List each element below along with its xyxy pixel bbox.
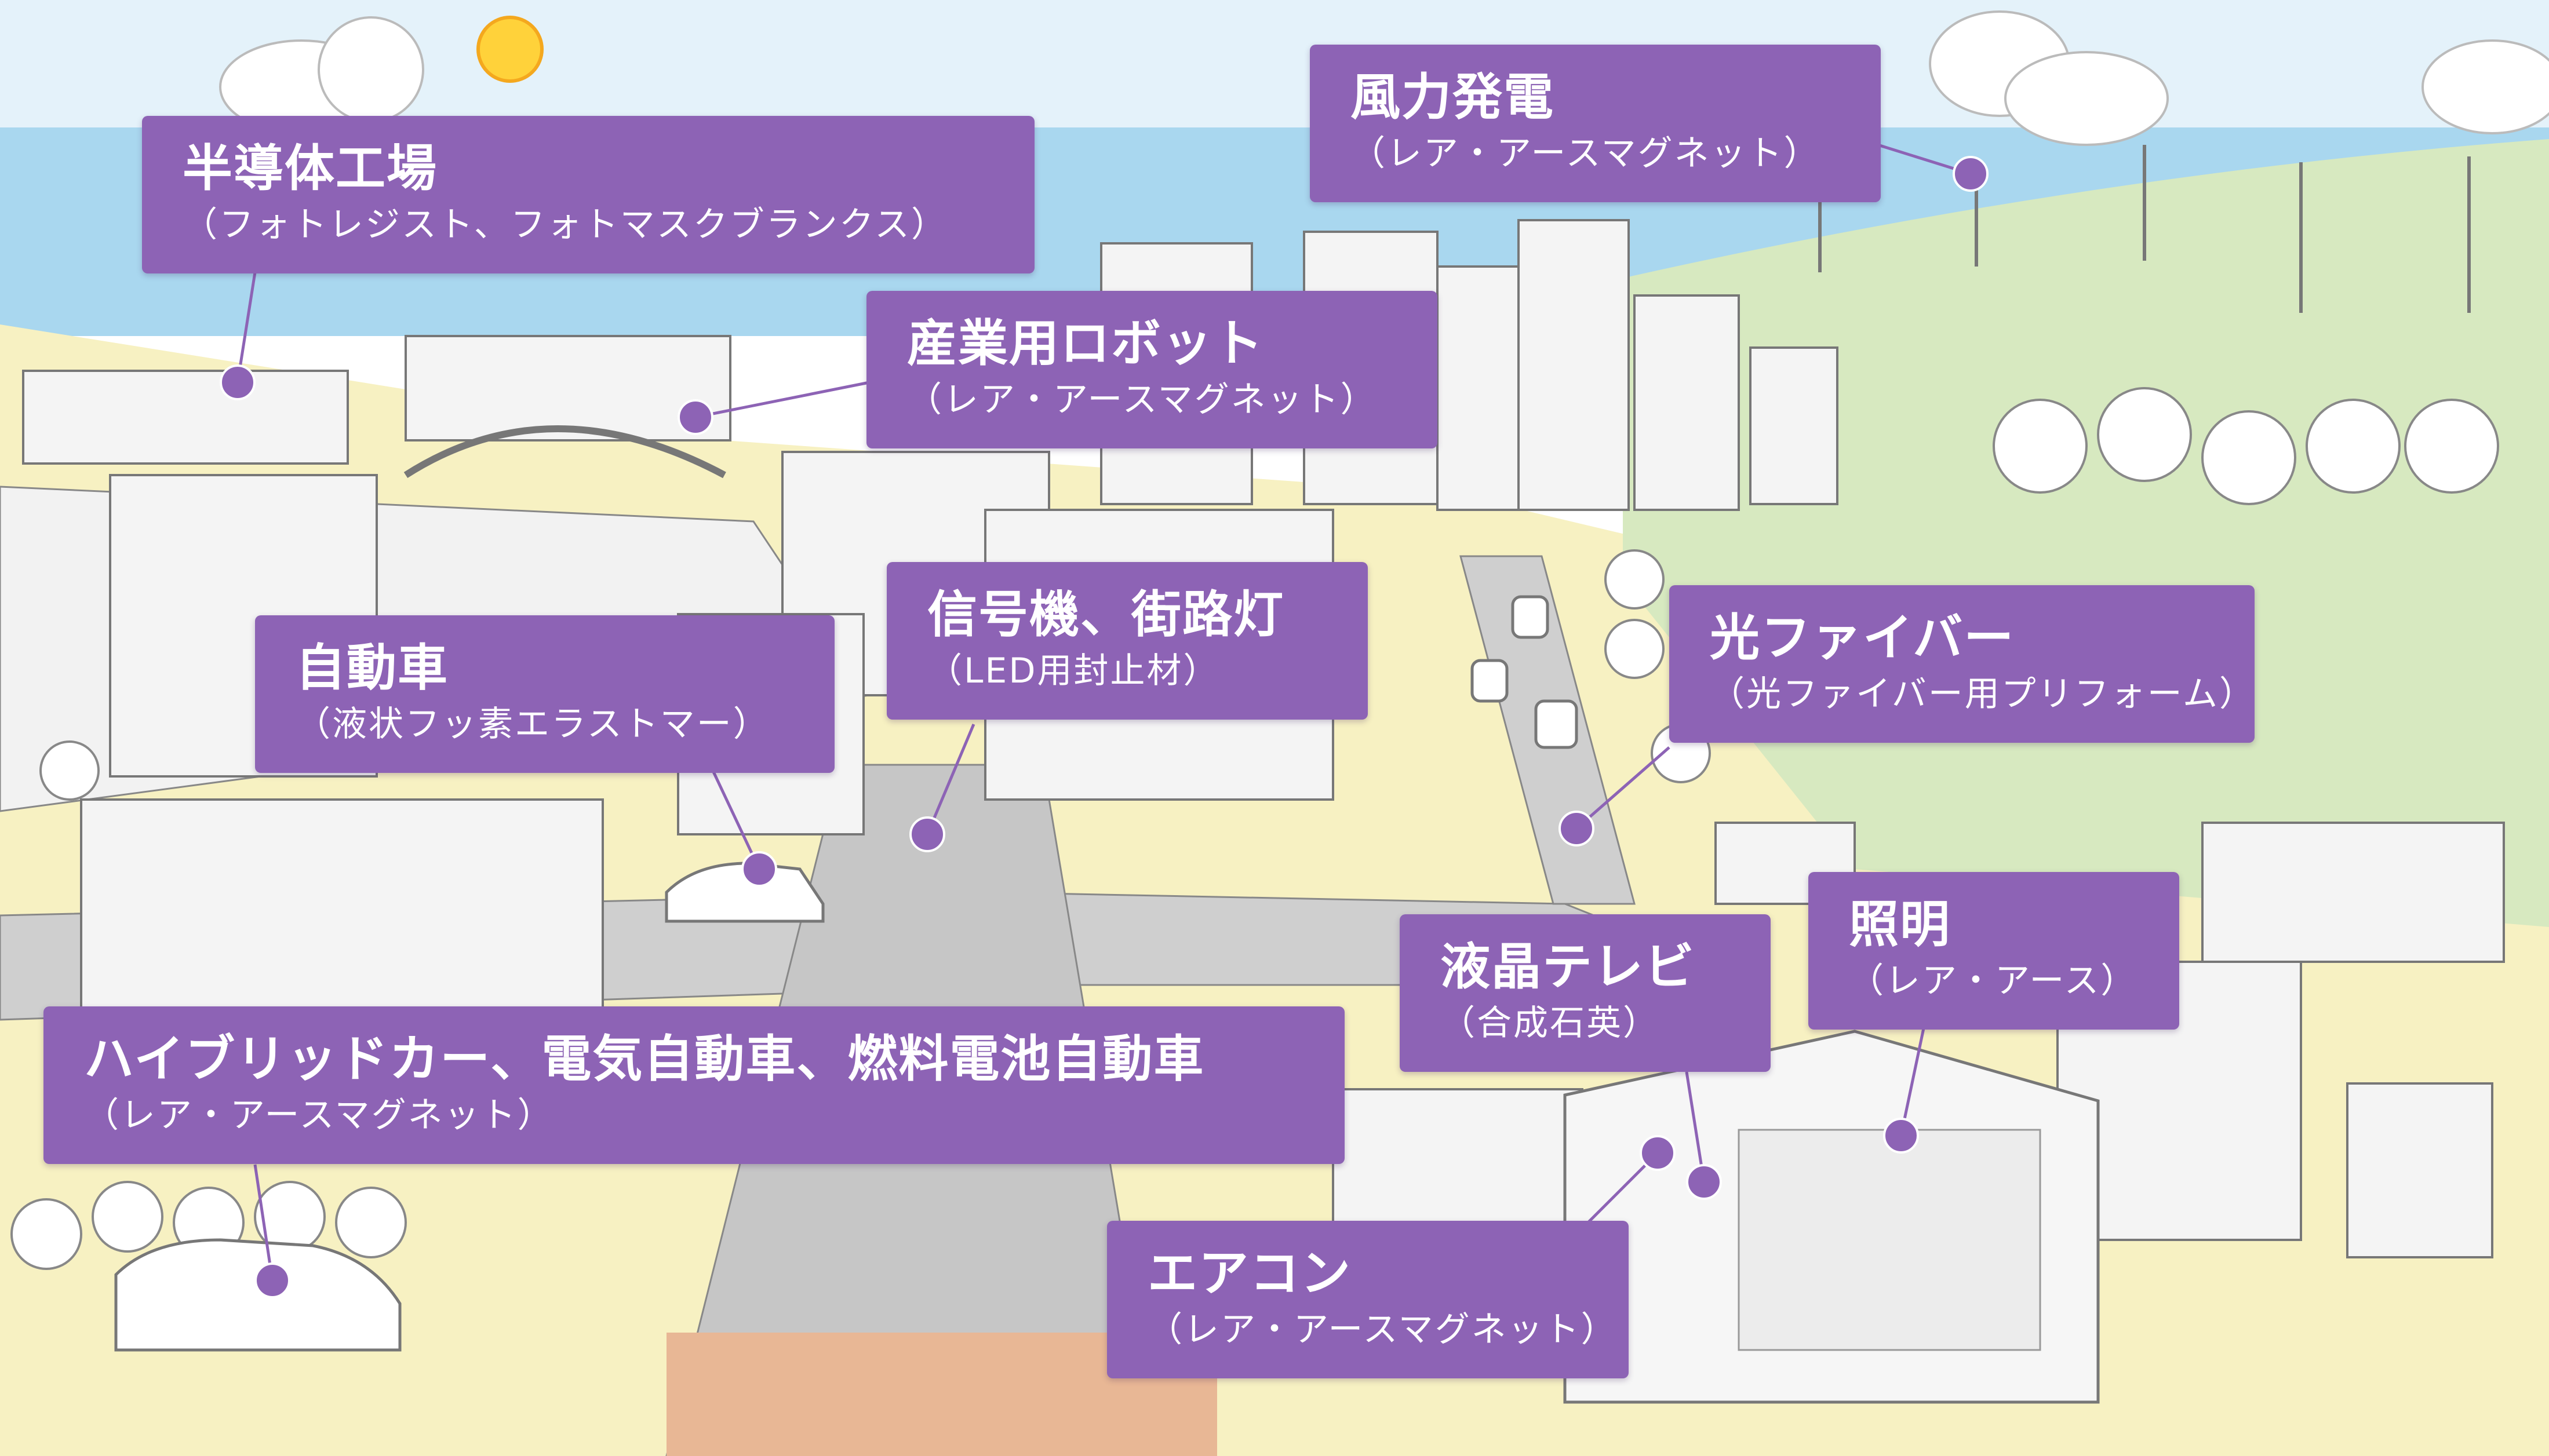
label-subtitle: （レア・アースマグネット）	[84, 1094, 554, 1136]
label-lcd-tv: 液晶テレビ （合成石英）	[1400, 914, 1771, 1072]
living-room	[1738, 1129, 2041, 1351]
label-semiconductor-factory: 半導体工場 （フォトレジスト、フォトマスクブランクス）	[142, 116, 1035, 273]
underground-soil	[667, 1333, 1217, 1456]
label-wind-power: 風力発電 （レア・アースマグネット）	[1310, 45, 1881, 202]
label-industrial-robot: 産業用ロボット （レア・アースマグネット）	[866, 291, 1437, 448]
car-icon	[114, 595, 1578, 1352]
cloud-icon	[219, 10, 2549, 146]
label-subtitle: （LED用封止材）	[927, 650, 1220, 691]
label-subtitle: （フォトレジスト、フォトマスクブランクス）	[183, 204, 948, 245]
callout-dot-light	[1883, 1118, 1919, 1154]
label-subtitle: （レア・アース）	[1849, 960, 2137, 1001]
label-title: 液晶テレビ	[1440, 938, 1695, 996]
label-title: 光ファイバー	[1710, 609, 2015, 667]
label-title: 照明	[1849, 896, 1951, 954]
callout-dot-wind	[1953, 156, 1989, 192]
sun-icon	[476, 16, 544, 83]
label-automobile: 自動車 （液状フッ素エラストマー）	[255, 615, 835, 773]
callout-dot-car	[741, 851, 777, 887]
label-title: 半導体工場	[183, 140, 438, 198]
label-title: 信号機、街路灯	[927, 586, 1284, 644]
label-subtitle: （レア・アースマグネット）	[1148, 1309, 1618, 1350]
callout-dot-fiber	[1558, 811, 1594, 846]
label-subtitle: （液状フッ素エラストマー）	[296, 703, 770, 745]
label-title: エアコン	[1148, 1245, 1352, 1302]
tree-icon	[10, 387, 2499, 1270]
label-subtitle: （合成石英）	[1440, 1002, 1659, 1043]
label-subtitle: （光ファイバー用プリフォーム）	[1710, 673, 2256, 714]
label-air-conditioner: エアコン （レア・アースマグネット）	[1107, 1221, 1629, 1378]
label-subtitle: （レア・アースマグネット）	[1350, 133, 1820, 174]
label-title: ハイブリッドカー、電気自動車、燃料電池自動車	[84, 1030, 1205, 1088]
label-optical-fiber: 光ファイバー （光ファイバー用プリフォーム）	[1669, 585, 2255, 743]
callout-dot-hybrid	[254, 1262, 290, 1298]
callout-dot-lcd	[1686, 1164, 1722, 1200]
callout-dot-signal	[909, 816, 945, 852]
label-subtitle: （レア・アースマグネット）	[907, 379, 1377, 420]
callout-dot-robot	[678, 399, 713, 435]
label-title: 自動車	[296, 639, 449, 697]
label-title: 風力発電	[1350, 68, 1554, 126]
callout-dot-aircon	[1640, 1135, 1676, 1171]
callout-dot-semiconductor	[220, 364, 256, 400]
bridge	[403, 425, 726, 479]
label-traffic-signal: 信号機、街路灯 （LED用封止材）	[887, 562, 1368, 720]
label-hybrid-ev-fcv: ハイブリッドカー、電気自動車、燃料電池自動車 （レア・アースマグネット）	[43, 1006, 1345, 1164]
label-title: 産業用ロボット	[907, 315, 1264, 373]
label-lighting: 照明 （レア・アース）	[1808, 872, 2179, 1030]
